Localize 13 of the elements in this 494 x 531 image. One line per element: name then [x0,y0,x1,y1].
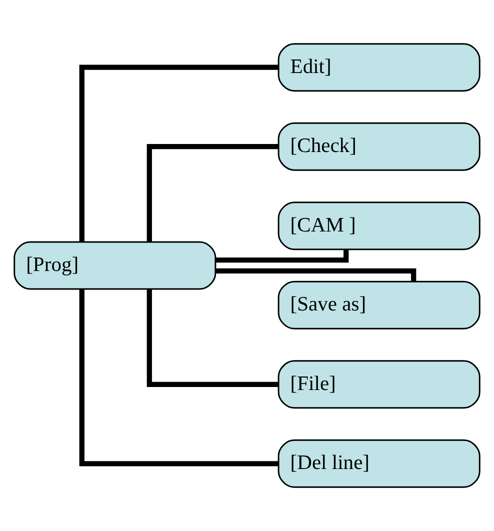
connector [146,288,278,387]
node-box: [Check] [278,122,480,171]
node-box: Edit] [278,43,480,92]
node-box: [CAM ] [278,202,480,250]
node-box: [Del line] [278,439,480,488]
connector [216,268,416,281]
node-box: [File] [278,360,480,409]
node-box: [Prog] [14,241,216,290]
connector [216,250,349,263]
connector [79,64,278,242]
connector [79,289,278,466]
connector [146,144,278,242]
node-box: [Save as] [278,280,480,330]
